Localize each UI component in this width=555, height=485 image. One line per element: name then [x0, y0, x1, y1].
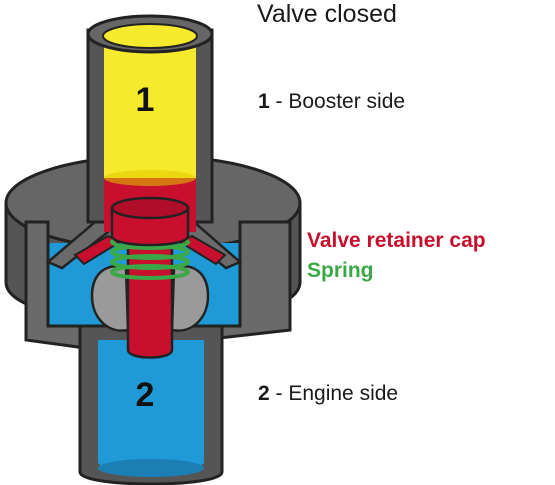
booster-side-number: 1: [258, 90, 270, 113]
diagram-title: Valve closed: [257, 0, 397, 28]
booster-side-label: 1 - Booster side: [258, 90, 405, 114]
valve-cap-top: [110, 196, 190, 220]
engine-pipe-bottom: [98, 459, 204, 477]
chamber-top-edge: [104, 170, 196, 186]
valve-retainer-cap-label: Valve retainer cap: [307, 229, 486, 252]
booster-side-text: - Booster side: [269, 90, 406, 113]
booster-number: 1: [136, 81, 155, 119]
engine-side-label: 2 - Engine side: [258, 382, 398, 406]
engine-side-number: 2: [258, 382, 270, 405]
engine-number: 2: [136, 376, 155, 414]
booster-pipe-opening: [102, 23, 198, 49]
valve-stem: [126, 244, 174, 359]
engine-side-text: - Engine side: [269, 382, 399, 405]
spring-coil: [110, 264, 190, 280]
engine-pipe-fluid: [98, 340, 204, 471]
spring-label: Spring: [307, 259, 374, 282]
